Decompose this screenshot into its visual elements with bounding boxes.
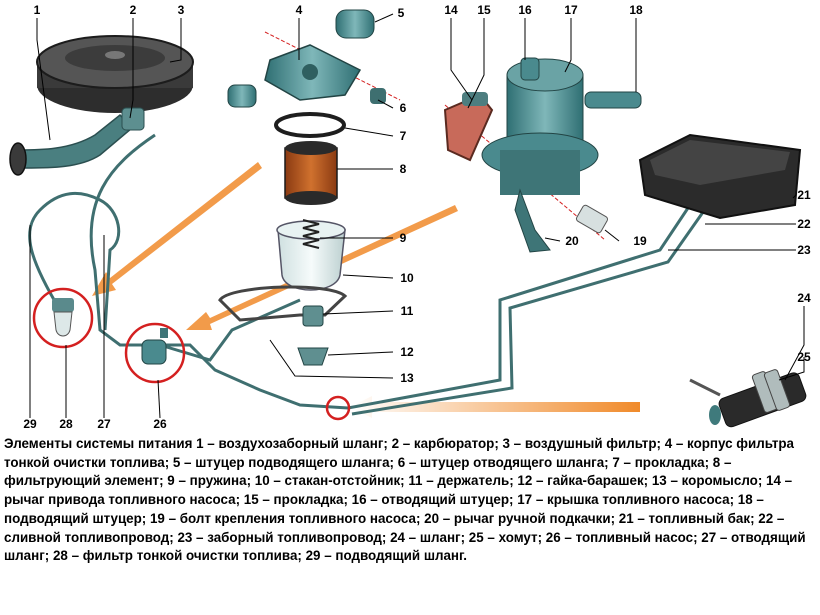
callout-18: 18: [629, 3, 643, 17]
callout-25: 25: [797, 350, 811, 364]
callout-19: 19: [633, 234, 647, 248]
component-highlights: [32, 287, 351, 421]
callout-14: 14: [444, 3, 458, 17]
callout-11: 11: [401, 304, 414, 318]
callout-16: 16: [518, 3, 532, 17]
callout-23: 23: [797, 243, 811, 257]
callout-numbers: 1 2 3 4 5 6 7 8 9 10 11 12 13 14 15 16 1…: [23, 3, 811, 431]
callout-2: 2: [130, 3, 137, 17]
callout-27: 27: [97, 417, 111, 431]
figure-caption: Элементы системы питания 1 – воздухозабо…: [4, 436, 806, 564]
callout-13: 13: [400, 371, 414, 385]
fuel-pump-assembly: [443, 57, 642, 253]
fuel-pump-mini: [141, 328, 168, 365]
callout-15: 15: [477, 3, 491, 17]
fuel-lines: [28, 133, 710, 416]
callout-24: 24: [797, 291, 811, 305]
callout-10: 10: [400, 271, 414, 285]
callout-26: 26: [153, 417, 167, 431]
callout-7: 7: [400, 129, 407, 143]
sediment-bowl: [276, 219, 346, 291]
callout-6: 6: [400, 101, 407, 115]
hose-clamp: [689, 369, 807, 428]
callout-5: 5: [398, 6, 405, 20]
filter-holder: [218, 285, 348, 366]
callout-8: 8: [400, 162, 407, 176]
callout-29: 29: [23, 417, 37, 431]
callout-22: 22: [797, 217, 811, 231]
callout-4: 4: [296, 3, 303, 17]
callout-9: 9: [400, 231, 407, 245]
fuel-system-diagram: 1 2 3 4 5 6 7 8 9 10 11 12 13 14 15 16 1…: [9, 3, 811, 431]
callout-3: 3: [178, 3, 185, 17]
callout-20: 20: [565, 234, 579, 248]
callout-1: 1: [34, 3, 41, 17]
fuel-tank: [638, 133, 802, 220]
leader-lines: [29, 13, 805, 419]
filter-element: [284, 141, 338, 205]
callout-21: 21: [797, 188, 811, 202]
callout-28: 28: [59, 417, 73, 431]
callout-12: 12: [400, 345, 414, 359]
air-filter: [36, 35, 194, 131]
fine-filter-mini: [52, 298, 74, 337]
air-intake-hose: [9, 113, 134, 176]
callout-17: 17: [564, 3, 578, 17]
filter-gasket: [274, 112, 346, 138]
fine-filter-housing: [227, 9, 401, 108]
